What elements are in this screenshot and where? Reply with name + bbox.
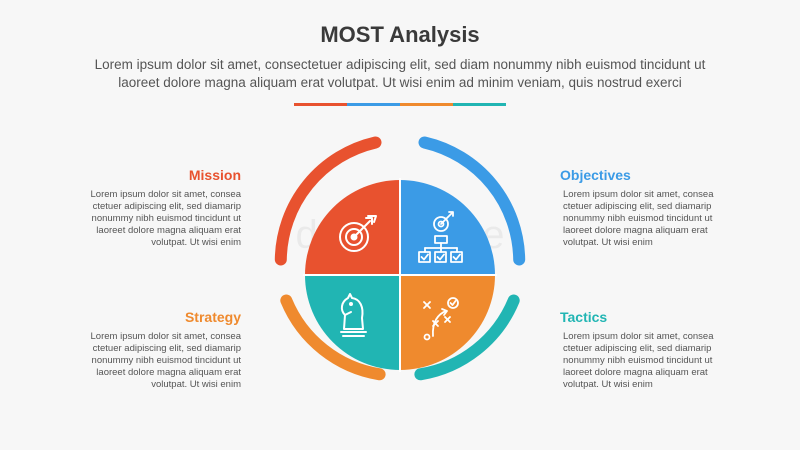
objectives-text-line: Lorem ipsum dolor sit amet, consea	[563, 189, 714, 200]
strategy-text-line: volutpat. Ut wisi enim	[151, 379, 241, 390]
mission-arc	[274, 136, 382, 266]
tactics-text-line: ctetuer adipiscing elit, sed diamarip	[563, 343, 712, 354]
tactics-text: Lorem ipsum dolor sit amet, consea ctetu…	[563, 331, 723, 391]
strategy-text: Lorem ipsum dolor sit amet, consea ctetu…	[81, 331, 241, 391]
quadrant-strategy	[305, 275, 400, 370]
strategy-text-line: Lorem ipsum dolor sit amet, consea	[90, 331, 241, 342]
mission-heading: Mission	[188, 167, 241, 183]
divider-segment-2	[347, 103, 400, 106]
title-divider	[294, 103, 506, 106]
chess-knight-icon	[340, 293, 367, 337]
target-icon	[339, 215, 377, 252]
mission-text-line: Lorem ipsum dolor sit amet, consea	[90, 189, 241, 200]
tactics-text-line: nonummy nibh euismod tincidunt ut	[563, 355, 713, 366]
strategy-heading: Strategy	[184, 309, 241, 325]
tactics-play-icon	[423, 297, 459, 341]
mission-text: Lorem ipsum dolor sit amet, consea ctetu…	[81, 189, 241, 249]
subtitle-line-2: laoreet dolore magna aliquam erat volutp…	[118, 75, 682, 90]
tactics-arc	[414, 294, 520, 381]
tactics-text-line: laoreet dolore magna aliquam erat	[563, 367, 708, 378]
divider-segment-4	[453, 103, 506, 106]
tactics-text-line: volutpat. Ut wisi enim	[563, 379, 653, 390]
tactics-text-line: Lorem ipsum dolor sit amet, consea	[563, 331, 714, 342]
mission-text-line: laoreet dolore magna aliquam erat	[96, 225, 241, 236]
strategy-text-line: ctetuer adipiscing elit, sed diamarip	[92, 343, 241, 354]
quadrant-tactics	[400, 275, 495, 370]
page-title: MOST Analysis	[320, 22, 480, 47]
objectives-text: Lorem ipsum dolor sit amet, consea ctetu…	[563, 189, 723, 249]
mission-text-line: ctetuer adipiscing elit, sed diamarip	[92, 201, 241, 212]
quadrant-mission	[305, 180, 400, 275]
tactics-heading: Tactics	[560, 309, 608, 325]
subtitle-line-1: Lorem ipsum dolor sit amet, consectetuer…	[94, 57, 706, 72]
objectives-text-line: volutpat. Ut wisi enim	[563, 237, 653, 248]
objectives-text-line: ctetuer adipiscing elit, sed diamarip	[563, 201, 712, 212]
strategy-arc	[280, 294, 386, 381]
objectives-text-line: laoreet dolore magna aliquam erat	[563, 225, 708, 236]
divider-segment-3	[400, 103, 453, 106]
objectives-arc	[418, 136, 526, 266]
mission-text-line: nonummy nibh euismod tincidunt ut	[91, 213, 241, 224]
strategy-text-line: laoreet dolore magna aliquam erat	[96, 367, 241, 378]
goal-hierarchy-icon	[418, 211, 463, 263]
objectives-text-line: nonummy nibh euismod tincidunt ut	[563, 213, 713, 224]
strategy-text-line: nonummy nibh euismod tincidunt ut	[91, 355, 241, 366]
divider-segment-1	[294, 103, 347, 106]
objectives-heading: Objectives	[560, 167, 631, 183]
page-subtitle: Lorem ipsum dolor sit amet, consectetuer…	[50, 56, 750, 92]
mission-text-line: volutpat. Ut wisi enim	[151, 237, 241, 248]
